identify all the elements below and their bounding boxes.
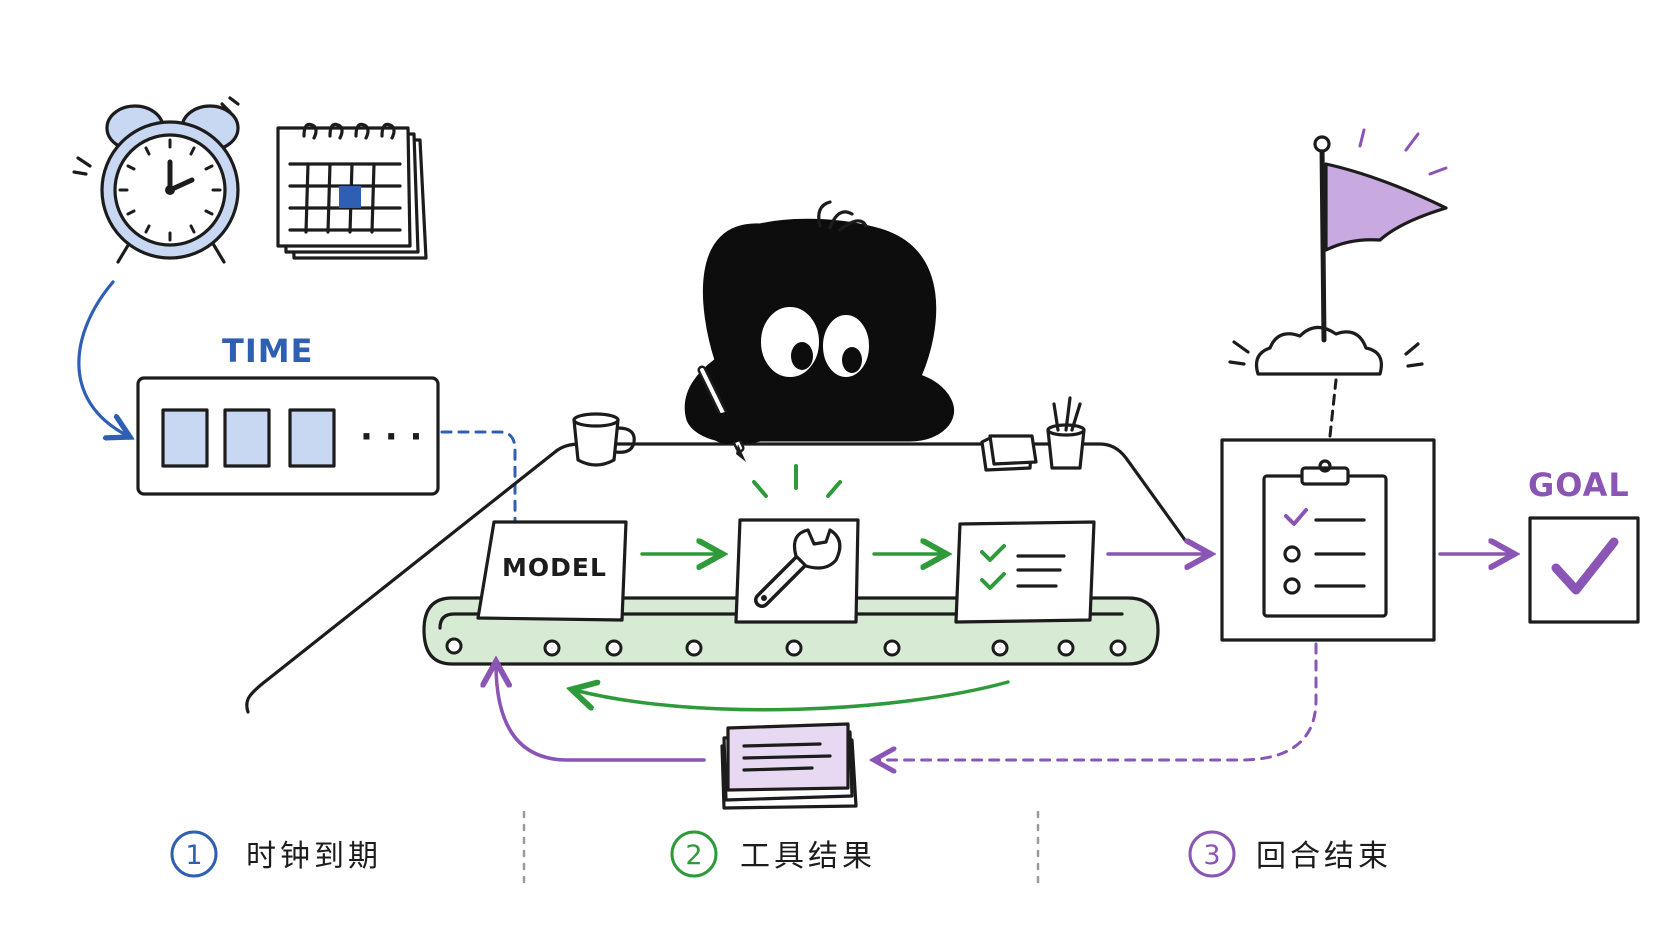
legend-item-3: 3 回合结束 (1188, 830, 1392, 878)
calendar-icon (276, 122, 428, 260)
notepad-icon (980, 434, 1038, 472)
belt-roller (1057, 639, 1075, 657)
model-label: MODEL (502, 553, 607, 582)
belt-roller (685, 639, 703, 657)
legend-item-2: 2 工具结果 (670, 830, 876, 878)
queue-to-model-dashed-line (440, 430, 517, 522)
clipboard-box (1220, 438, 1436, 642)
wrench-icon (754, 528, 842, 608)
legend-text: 回合结束 (1256, 839, 1392, 874)
belt-loopback-arrow (574, 682, 1010, 712)
belt-roller (543, 639, 561, 657)
legend-item-1: 1 时钟到期 (170, 830, 382, 878)
legend-text: 工具结果 (740, 839, 876, 874)
belt-roller (1109, 639, 1127, 657)
clipboard-icon (1262, 459, 1388, 618)
legend-number: 1 (185, 840, 202, 871)
belt-roller (991, 639, 1009, 657)
clipboard-to-docs-dashed-arrow (876, 642, 1318, 760)
clipboard-to-flag-dashed-line (1328, 378, 1338, 438)
checklist-card (954, 520, 1096, 624)
legend-text: 时钟到期 (246, 839, 382, 874)
character (684, 200, 954, 462)
model-card: MODEL (476, 520, 628, 622)
flag-icon (1228, 128, 1448, 376)
queue-ellipsis: · · · (360, 417, 422, 457)
checklist-icon (980, 544, 1066, 590)
coffee-mug-icon (572, 412, 636, 467)
goal-box (1528, 516, 1640, 624)
time-label: TIME (222, 332, 313, 370)
belt-roller (445, 637, 463, 655)
legend-number: 3 (1203, 840, 1220, 871)
belt-roller (605, 639, 623, 657)
tool-card (734, 464, 860, 624)
document-stack-icon (720, 722, 858, 810)
clock-to-queue-arrow (77, 280, 128, 436)
queue-slot (223, 408, 271, 468)
goal-label: GOAL (1528, 466, 1630, 504)
legend-number: 2 (685, 840, 702, 871)
checkmark-icon (1551, 537, 1619, 595)
belt-roller (785, 639, 803, 657)
docs-to-belt-arrow (496, 664, 706, 762)
belt-roller (883, 639, 901, 657)
time-queue: · · · (136, 376, 440, 496)
pencil-cup-icon (1046, 396, 1086, 470)
queue-slot (161, 408, 209, 468)
alarm-clock-icon (72, 96, 240, 264)
desk (245, 442, 1187, 714)
queue-slot (288, 408, 336, 468)
